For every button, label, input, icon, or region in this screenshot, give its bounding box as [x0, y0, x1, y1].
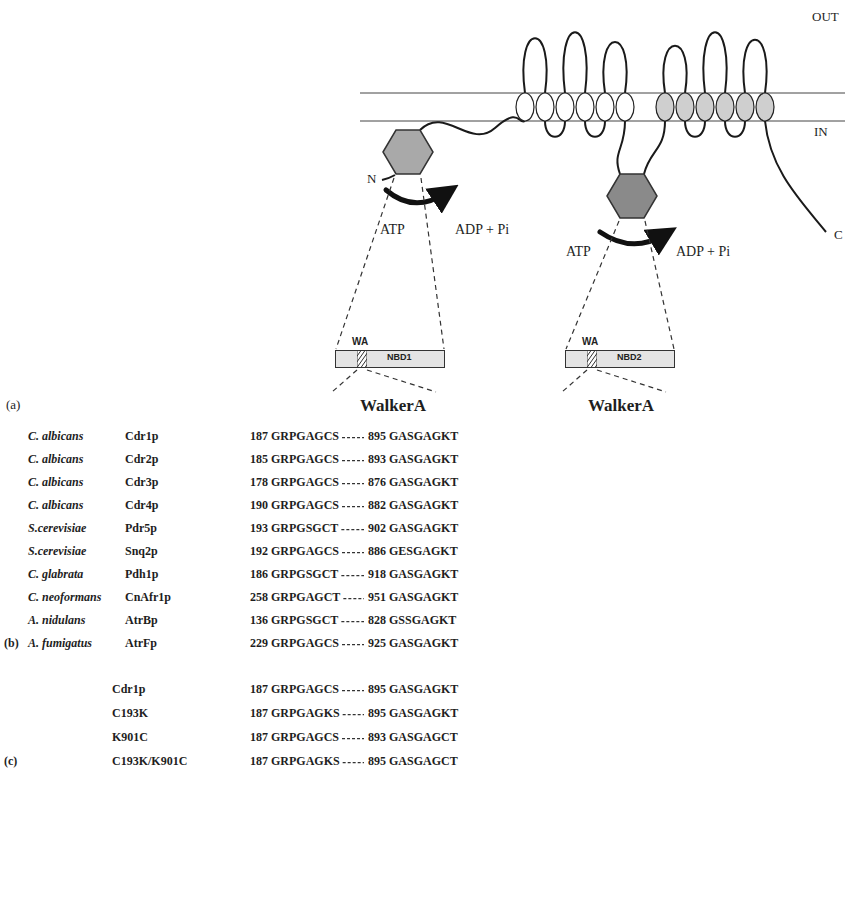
sequence-cell: 258 GRPGAGCT [250, 591, 340, 605]
gap-dashes [342, 738, 364, 739]
gap-dashes [342, 460, 364, 461]
sequence-cell: 187 GRPGAGCS [250, 683, 339, 697]
gap-dashes [342, 644, 364, 645]
motif-tag: WA [582, 336, 598, 347]
species-name: C. neoformans [28, 591, 101, 605]
sequence-cell: 190 GRPGAGCS [250, 499, 339, 513]
gap-dashes [341, 575, 364, 576]
terminus-label: C [834, 228, 843, 243]
gap-dashes [342, 483, 364, 484]
protein-name: Pdr5p [125, 522, 157, 536]
gap-dashes [343, 598, 364, 599]
sequence-cell: 229 GRPGAGCS [250, 637, 339, 651]
domain-bar: WANBD2 [565, 350, 675, 368]
panel-letter: (c) [4, 755, 17, 769]
motif-tag: WA [352, 336, 368, 347]
sequence-cell: 136 GRPGSGCT [250, 614, 338, 628]
gap-dashes [342, 437, 364, 438]
transmembrane-helix [656, 93, 774, 121]
sequence-cell: 178 GRPGAGCS [250, 476, 339, 490]
mutant-name: K901C [112, 731, 148, 745]
sequence-cell: 192 GRPGAGCS [250, 545, 339, 559]
protein-name: Cdr4p [125, 499, 158, 513]
sequence-cell: 893 GASGAGKT [368, 453, 458, 467]
sequence-cell: 187 GRPGAGKS [250, 755, 340, 769]
nbd-hexagon [383, 130, 433, 174]
mutant-name: Cdr1p [112, 683, 145, 697]
walker-a-hatch [587, 351, 597, 368]
protein-name: Pdh1p [125, 568, 158, 582]
gap-dashes [342, 690, 364, 691]
protein-name: AtrFp [125, 637, 157, 651]
gap-dashes [341, 621, 364, 622]
sequence-cell: 828 GSSGAGKT [368, 614, 456, 628]
panel-letter: (a) [6, 398, 20, 413]
zoom-leader [332, 178, 674, 392]
protein-name: CnAfr1p [125, 591, 171, 605]
mutant-name: C193K [112, 707, 148, 721]
gap-dashes [341, 529, 364, 530]
protein-name: Cdr2p [125, 453, 158, 467]
nbd-hexagon [607, 174, 657, 218]
terminus-label: N [367, 172, 376, 187]
polypeptide-chain [382, 32, 826, 232]
sequence-cell: 187 GRPGAGCS [250, 430, 339, 444]
motif-label: WalkerA [360, 396, 426, 416]
sequence-cell: 895 GASGAGKT [368, 683, 458, 697]
side-label: IN [814, 125, 828, 140]
sequence-cell: 882 GASGAGKT [368, 499, 458, 513]
mutant-name: C193K/K901C [112, 755, 187, 769]
sequence-cell: 893 GASGAGCT [368, 731, 458, 745]
walker-a-hatch [357, 351, 367, 368]
sequence-cell: 918 GASGAGKT [368, 568, 458, 582]
sequence-cell: 895 GASGAGKT [368, 430, 458, 444]
species-name: C. albicans [28, 499, 83, 513]
protein-name: AtrBp [125, 614, 158, 628]
gap-dashes [343, 762, 364, 763]
sequence-cell: 951 GASGAGKT [368, 591, 458, 605]
domain-bar: WANBD1 [335, 350, 445, 368]
gap-dashes [342, 506, 364, 507]
sequence-cell: 186 GRPGSGCT [250, 568, 338, 582]
sequence-cell: 187 GRPGAGCS [250, 731, 339, 745]
sequence-cell: 895 GASGAGKT [368, 707, 458, 721]
nucleotide-label: ADP + Pi [455, 222, 509, 238]
protein-name: Snq2p [125, 545, 158, 559]
side-label: OUT [812, 10, 839, 25]
panel-letter: (b) [4, 637, 19, 651]
sequence-cell: 187 GRPGAGKS [250, 707, 340, 721]
sequence-cell: 193 GRPGSGCT [250, 522, 338, 536]
protein-name: Cdr3p [125, 476, 158, 490]
species-name: S.cerevisiae [28, 545, 86, 559]
species-name: C. albicans [28, 430, 83, 444]
hydrolysis-arrow [386, 190, 664, 244]
species-name: S.cerevisiae [28, 522, 86, 536]
sequence-cell: 902 GASGAGKT [368, 522, 458, 536]
nucleotide-label: ATP [380, 222, 405, 238]
sequence-cell: 895 GASGAGCT [368, 755, 458, 769]
sequence-cell: 925 GASGAGKT [368, 637, 458, 651]
sequence-cell: 876 GASGAGKT [368, 476, 458, 490]
nucleotide-label: ADP + Pi [676, 244, 730, 260]
protein-name: Cdr1p [125, 430, 158, 444]
domain-name: NBD1 [387, 353, 412, 363]
species-name: A. nidulans [28, 614, 85, 628]
species-name: C. albicans [28, 476, 83, 490]
species-name: A. fumigatus [28, 637, 92, 651]
motif-label: WalkerA [588, 396, 654, 416]
sequence-cell: 185 GRPGAGCS [250, 453, 339, 467]
species-name: C. albicans [28, 453, 83, 467]
domain-name: NBD2 [617, 353, 642, 363]
sequence-cell: 886 GESGAGKT [368, 545, 458, 559]
nucleotide-label: ATP [566, 244, 591, 260]
transmembrane-helix [516, 93, 634, 121]
gap-dashes [342, 552, 364, 553]
membrane-lines [360, 93, 845, 121]
gap-dashes [343, 714, 364, 715]
species-name: C. glabrata [28, 568, 83, 582]
